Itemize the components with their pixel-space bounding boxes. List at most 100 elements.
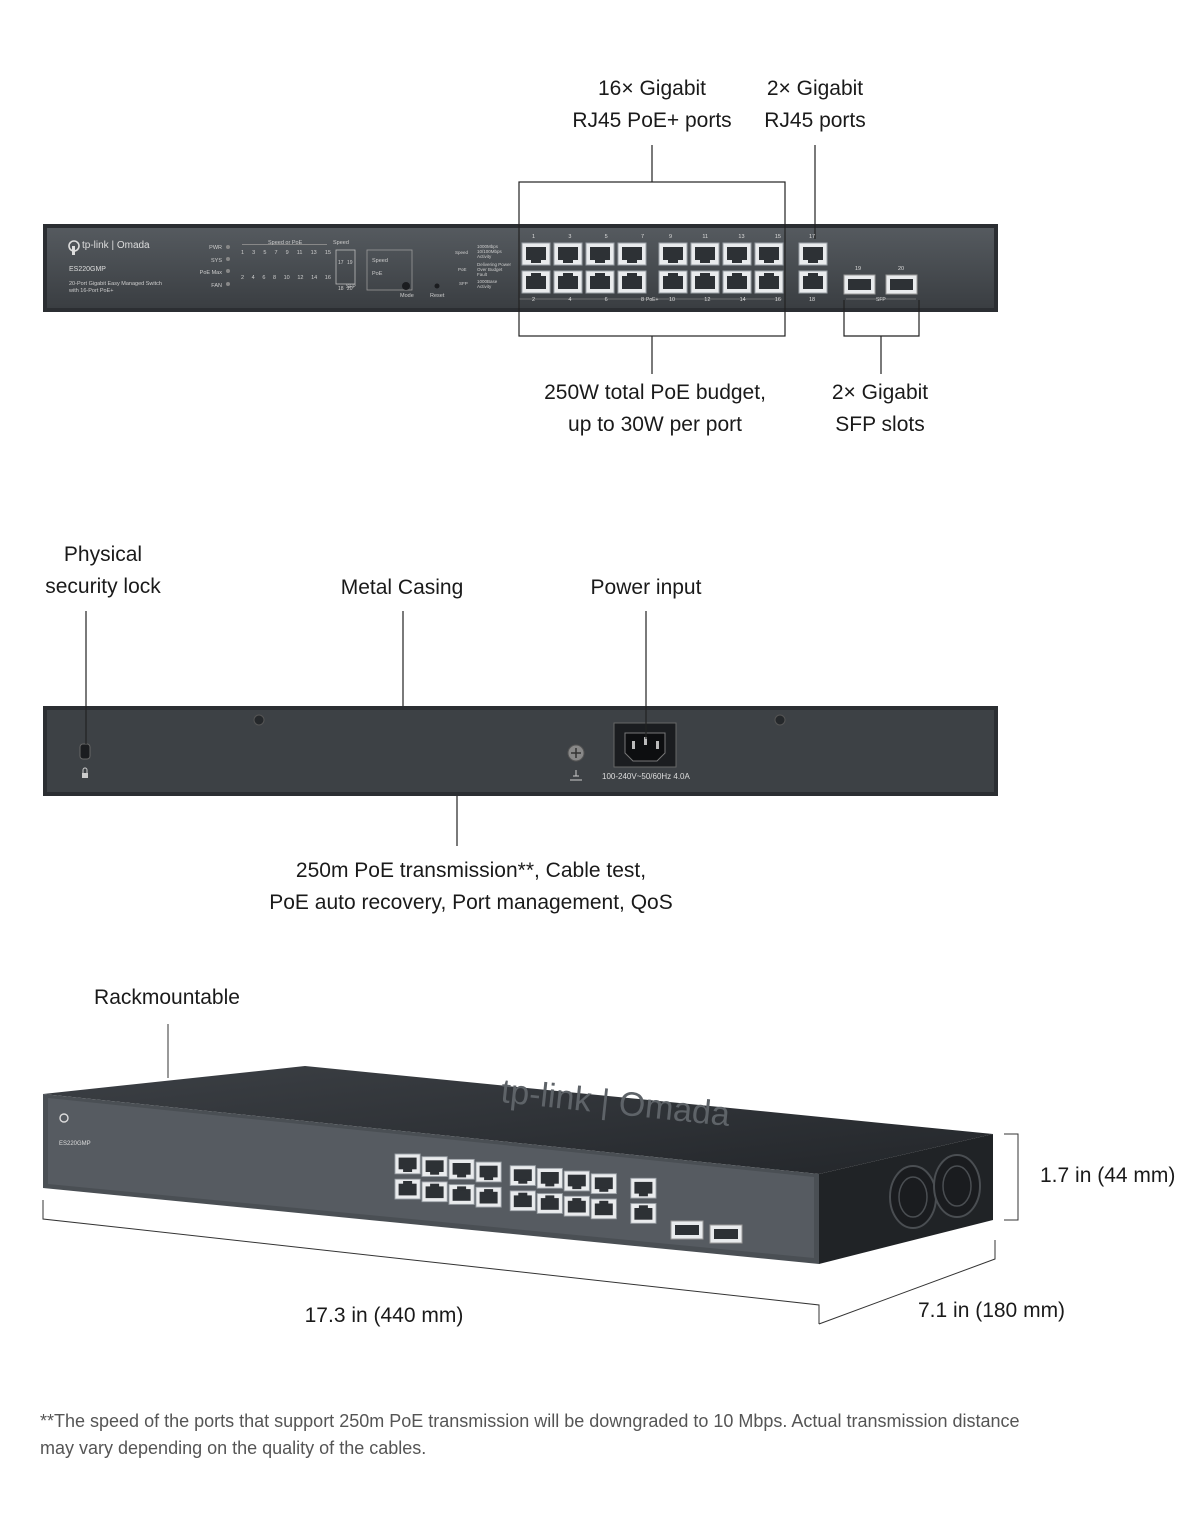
front-led-labels: PWR SYS PoE Max FAN	[190, 242, 222, 292]
reset-button[interactable]: Reset	[430, 293, 445, 299]
mode-option: Speed	[372, 258, 388, 264]
port-top-numbers-group-1: 1 3 5 7	[532, 234, 644, 240]
angled-rj45-ports	[394, 1153, 743, 1244]
port-19-label: 19	[855, 266, 862, 272]
callout-line: RJ45 PoE+ ports	[572, 109, 732, 132]
speed-or-poe-label: Speed or PoE	[268, 240, 303, 246]
legend-item: Delivering Power	[477, 262, 512, 267]
port-number: 12	[704, 297, 711, 303]
callout-line: security lock	[45, 575, 161, 598]
angled-model-text: ES220GMP	[59, 1141, 91, 1147]
front-panel-device	[43, 224, 998, 312]
port-number: 1	[532, 234, 536, 240]
led-number: 5	[263, 250, 267, 256]
callout-line: 250m PoE transmission**, Cable test,	[295, 859, 647, 882]
back-callout-lines	[85, 611, 647, 846]
poe-group-label: PoE+	[646, 297, 659, 303]
callout-metal-casing: Metal Casing	[340, 576, 464, 599]
led-number: 6	[262, 275, 266, 281]
tp-link-logo-icon	[68, 240, 80, 255]
port-number: 6	[604, 297, 608, 303]
speed-legend: Speed 1000Mbps 10/100Mbps Activity	[455, 244, 502, 259]
legend-item: 1000Mbps	[477, 244, 499, 249]
led-number: 9	[285, 250, 289, 256]
legend-item: 10/100Mbps	[477, 249, 502, 254]
port-number: 14	[739, 297, 746, 303]
callout-power-input: Power input	[590, 576, 702, 599]
mode-button[interactable]: Mode	[400, 293, 414, 299]
legend-title: SFP	[459, 281, 468, 286]
callout-rj45-ports: 2× Gigabit RJ45 ports	[745, 73, 885, 137]
front-callout-lines	[518, 145, 920, 374]
led-number: 18	[338, 286, 344, 292]
back-panel-device	[43, 706, 998, 796]
callout-line: PoE auto recovery, Port management, QoS	[269, 891, 673, 914]
sfp-led-numbers: 17 19 18 20	[338, 250, 356, 302]
sfp-group-label: SFP	[876, 297, 886, 303]
port-number: 11	[702, 234, 709, 240]
front-description: 20-Port Gigabit Easy Managed Switch with…	[69, 281, 162, 295]
port-18-label: 18	[809, 297, 816, 303]
legend-item: 1000Base	[477, 279, 498, 284]
callout-line: 16× Gigabit	[598, 77, 706, 100]
port-number: 9	[669, 234, 673, 240]
led-number: 4	[251, 275, 255, 281]
legend-item: Activity	[477, 254, 492, 259]
led-number: 10	[283, 275, 290, 281]
port-top-numbers-group-2: 9 11 13 15	[669, 234, 781, 240]
description-line: 20-Port Gigabit Easy Managed Switch	[69, 281, 162, 287]
power-rating-text: 100-240V~50/60Hz 4.0A	[602, 772, 690, 781]
led-label-sys: SYS	[210, 257, 222, 264]
led-label-fan: FAN	[211, 282, 222, 289]
port-bottom-numbers-group-1: 2 4 6 8	[532, 297, 644, 303]
callout-security-lock: Physical security lock	[33, 539, 173, 603]
led-number: 13	[310, 250, 317, 256]
callout-line: Physical	[63, 543, 143, 566]
port-number: 10	[669, 297, 676, 303]
led-number: 14	[311, 275, 318, 281]
callout-width: 17.3 in (440 mm)	[304, 1304, 464, 1327]
front-sfp-slots	[843, 274, 918, 295]
led-number: 16	[324, 275, 331, 281]
port-number: 4	[568, 297, 572, 303]
poe-legend: PoE Delivering Power Over Budget Fault	[458, 262, 511, 277]
sfp-led-label: SFP	[346, 284, 356, 290]
mode-option: PoE	[372, 271, 383, 277]
description-line: with 16-Port PoE+	[69, 288, 114, 294]
callout-depth: 7.1 in (180 mm)	[918, 1299, 1066, 1322]
callout-line: SFP slots	[835, 413, 925, 436]
led-number: 15	[324, 250, 331, 256]
callout-sfp-slots: 2× Gigabit SFP slots	[810, 377, 950, 441]
sfp-legend: SFP 1000Base Activity	[459, 279, 497, 289]
led-number: 3	[252, 250, 256, 256]
port-number: 5	[604, 234, 608, 240]
footnote: **The speed of the ports that support 25…	[40, 1411, 1020, 1458]
port-number: 2	[532, 297, 536, 303]
led-number: 19	[347, 260, 353, 266]
speed-led-label: Speed	[333, 240, 349, 246]
callout-poe-budget: 250W total PoE budget, up to 30W per por…	[520, 377, 790, 441]
led-number: 12	[297, 275, 304, 281]
angled-dimension-lines	[42, 1024, 1019, 1325]
legend-item: Fault	[477, 272, 488, 277]
legend-item: Activity	[477, 284, 492, 289]
legend-item: Over Budget	[477, 267, 503, 272]
port-number: 7	[640, 234, 644, 240]
callout-features: 250m PoE transmission**, Cable test, PoE…	[213, 855, 729, 919]
led-number: 20	[347, 286, 353, 292]
port-20-label: 20	[898, 266, 905, 272]
led-number: 2	[241, 275, 245, 281]
led-number: 1	[241, 250, 245, 256]
led-top-numbers: 1 3 5 7 9 11 13 15	[241, 250, 331, 256]
led-number: 17	[338, 260, 344, 266]
front-led-labels	[226, 245, 230, 286]
callout-rj45-poe-ports: 16× Gigabit RJ45 PoE+ ports	[552, 73, 752, 137]
fan-vent-icon	[889, 1154, 981, 1229]
mode-options: Speed PoE	[372, 255, 388, 281]
callout-line: up to 30W per port	[568, 413, 742, 436]
legend-title: PoE	[458, 267, 467, 272]
port-number: 8	[640, 297, 644, 303]
led-number: 8	[272, 275, 277, 281]
led-label-poe-max: PoE Max	[199, 270, 222, 276]
